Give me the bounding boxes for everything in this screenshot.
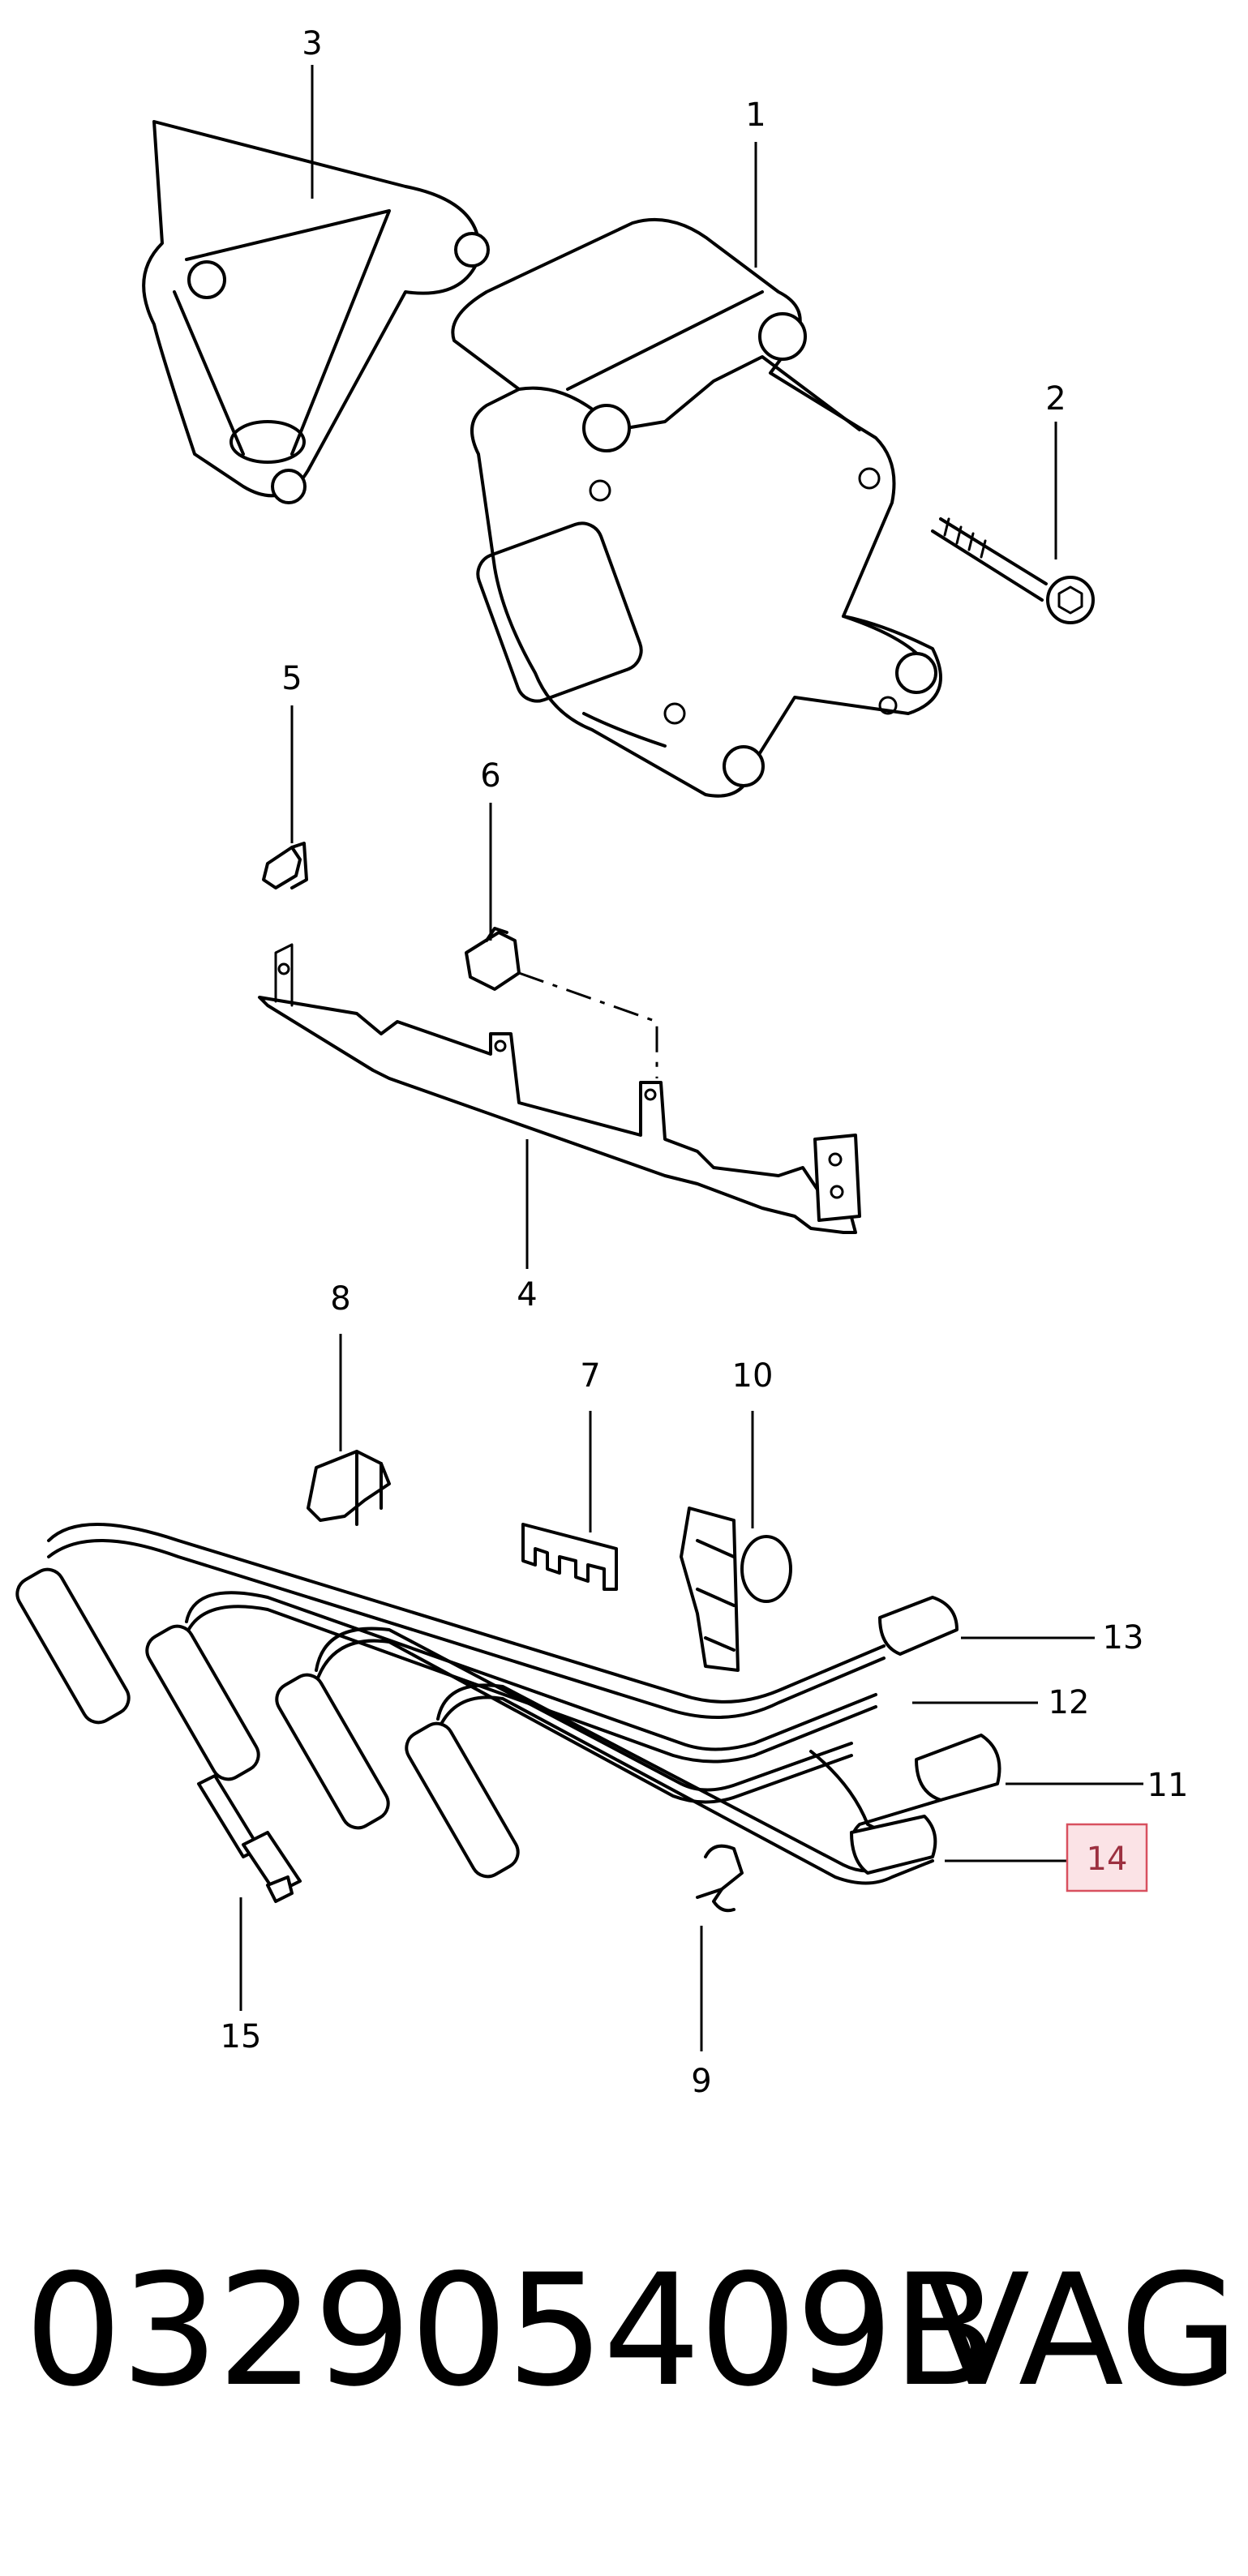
callout-11: 11 [1147, 1767, 1189, 1804]
callout-1: 1 [745, 96, 766, 134]
callout-4: 4 [517, 1276, 537, 1314]
part-10-multi-clip [680, 1507, 792, 1672]
part-5-clip [262, 842, 308, 889]
callout-15: 15 [221, 2018, 262, 2055]
part-3-bracket [142, 120, 490, 504]
ignition-cable-set [47, 1523, 1001, 1885]
callout-9: 9 [691, 2063, 711, 2100]
part-9-clip [696, 1844, 744, 1913]
part-number: 032905409B [24, 2241, 997, 2420]
part-6-clip [465, 927, 521, 991]
callout-12: 12 [1049, 1684, 1090, 1721]
part-7-comb [521, 1523, 618, 1591]
callout-14: 14 [1087, 1841, 1128, 1878]
callout-6: 6 [480, 757, 500, 795]
callout-labels: 1 2 3 4 5 6 7 8 9 10 11 12 13 14 15 [221, 25, 1189, 2100]
callout-10: 10 [732, 1357, 774, 1395]
callout-8: 8 [330, 1280, 350, 1318]
part-4-rail [258, 943, 861, 1234]
leader-lines [239, 65, 1143, 2051]
parts-diagram: 1 2 3 4 5 6 7 8 9 10 11 12 13 14 15 [15, 25, 1189, 2100]
callout-5: 5 [281, 660, 302, 697]
callout-13: 13 [1103, 1619, 1144, 1657]
callout-7: 7 [580, 1357, 600, 1395]
part-15-spark-plug [197, 1774, 302, 1903]
brand-name: VAG [924, 2241, 1239, 2420]
plug-connector-boots [15, 1567, 520, 1879]
footer: 032905409B VAG [0, 2254, 1248, 2449]
callout-2: 2 [1045, 380, 1066, 418]
part-8-holder [307, 1450, 391, 1526]
part-2-bolt [931, 517, 1095, 624]
part-1-ignition-coil [451, 217, 942, 798]
callout-3: 3 [302, 25, 322, 62]
callout-14-highlight[interactable]: 14 [1066, 1823, 1148, 1892]
